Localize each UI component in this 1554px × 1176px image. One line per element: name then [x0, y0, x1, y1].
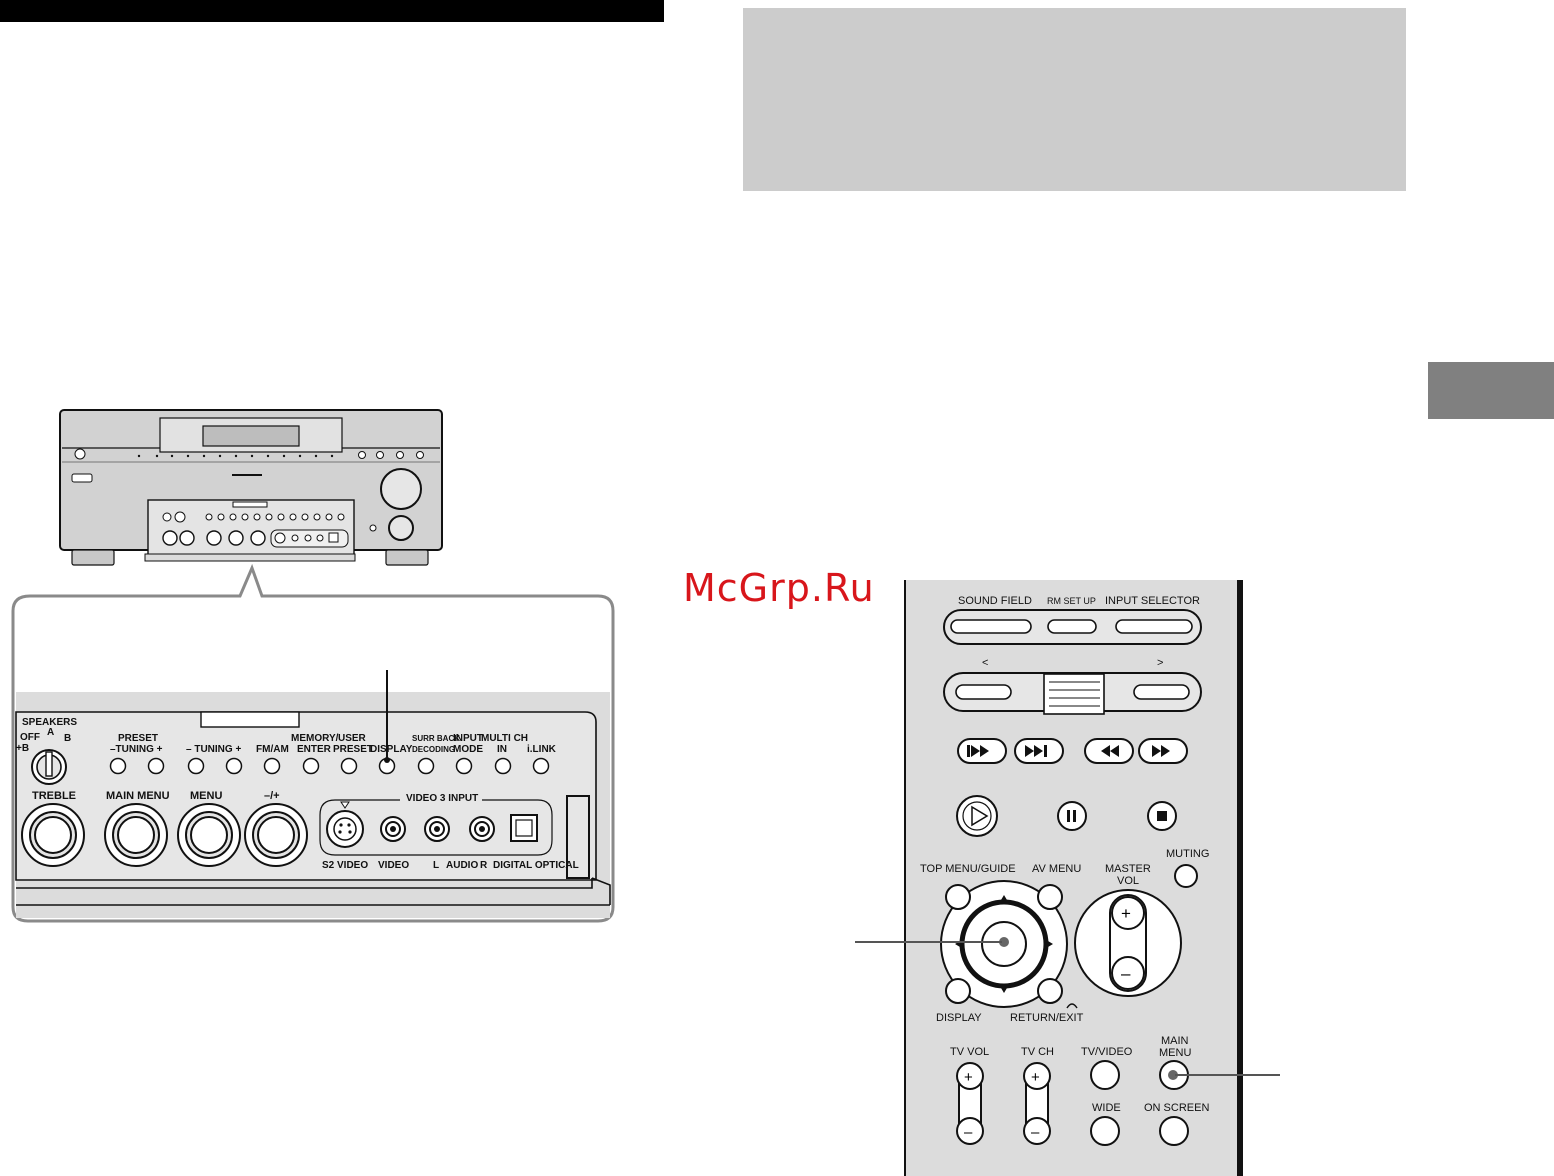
input-selector-button[interactable]: [1115, 619, 1193, 634]
enter-label: ENTER: [297, 744, 332, 755]
return-icon: [1066, 1003, 1078, 1009]
on-screen-label: ON SCREEN: [1144, 1102, 1209, 1114]
input-mode-button[interactable]: [455, 757, 473, 775]
surr-back-label: SURR BACK: [412, 734, 460, 743]
menu-label: MENU: [190, 790, 222, 802]
watermark-text: McGrp.Ru: [683, 566, 875, 610]
digital-optical-label: DIGITAL OPTICAL: [493, 860, 579, 871]
speakers-a-label: A: [47, 727, 54, 738]
master-vol-minus-button[interactable]: [1111, 956, 1145, 990]
multi-ch-in-button[interactable]: [494, 757, 512, 775]
input-label: INPUT: [453, 733, 483, 744]
speakers-off-label: OFF: [20, 732, 40, 743]
return-exit-label: RETURN/EXIT: [1010, 1012, 1084, 1024]
header-black-bar: [0, 0, 664, 22]
preset-tuning-label: –TUNING +: [110, 744, 163, 755]
multi-ch-label: MULTI CH: [481, 733, 528, 744]
pause-button[interactable]: [1057, 801, 1087, 831]
fm-am-button[interactable]: [263, 757, 281, 775]
tuning-plus-button[interactable]: [225, 757, 243, 775]
section-side-tab: [1428, 362, 1554, 419]
tv-vol-plus-sign: +: [964, 1069, 973, 1086]
input-selector-label: INPUT SELECTOR: [1105, 595, 1200, 607]
s2video-label: S2 VIDEO: [322, 860, 368, 871]
ilink-button[interactable]: [532, 757, 550, 775]
memory-label: MEMORY/: [291, 733, 339, 744]
video3-input-label: VIDEO 3 INPUT: [406, 793, 478, 804]
top-menu-guide-button[interactable]: [945, 884, 971, 910]
top-menu-guide-label: TOP MENU/GUIDE: [920, 863, 1016, 875]
in-label: IN: [497, 744, 507, 755]
rm-set-up-label: RM SET UP: [1047, 596, 1096, 606]
master-vol-plus-button[interactable]: [1111, 896, 1145, 930]
preset-label: PRESET: [118, 733, 158, 744]
user-preset-button[interactable]: [340, 757, 358, 775]
tv-vol-label: TV VOL: [950, 1046, 989, 1058]
user-preset-label: PRESET: [333, 744, 373, 755]
sound-field-button[interactable]: [950, 619, 1032, 634]
speakers-ab-label: +B: [16, 743, 29, 754]
gray-info-box: [743, 8, 1406, 191]
tv-vol-plus-button[interactable]: [956, 1062, 984, 1090]
sound-field-label: SOUND FIELD: [958, 595, 1032, 607]
surr-back-decoding-button[interactable]: [417, 757, 435, 775]
remote-illustration: SOUND FIELD RM SET UP INPUT SELECTOR < >…: [855, 580, 1280, 1176]
master-vol-plus-sign: +: [1121, 904, 1131, 923]
display-label: DISPLAY: [370, 744, 413, 755]
right-arrow-label: >: [1157, 657, 1163, 669]
decoding-label: DECODING: [412, 745, 455, 754]
tuning-label: – TUNING +: [186, 744, 241, 755]
r-label: R: [480, 860, 488, 871]
master-vol-minus-sign: –: [1121, 964, 1131, 983]
muting-button[interactable]: [1174, 864, 1198, 888]
wide-label: WIDE: [1092, 1102, 1121, 1114]
l-label: L: [433, 860, 439, 871]
main-menu-remote-label-1: MAIN: [1161, 1035, 1189, 1047]
right-button[interactable]: [1133, 684, 1190, 700]
preset-tuning-plus-button[interactable]: [147, 757, 165, 775]
preset-tuning-minus-button[interactable]: [109, 757, 127, 775]
memory-enter-button[interactable]: [302, 757, 320, 775]
tv-video-button[interactable]: [1090, 1060, 1120, 1090]
user-label: USER: [338, 733, 367, 744]
tv-vol-minus-sign: –: [964, 1124, 973, 1141]
video-label: VIDEO: [378, 860, 409, 871]
master-vol-label-2: VOL: [1117, 875, 1139, 887]
tuning-minus-button[interactable]: [187, 757, 205, 775]
tv-ch-plus-button[interactable]: [1023, 1062, 1051, 1090]
main-menu-label: MAIN MENU: [106, 790, 170, 802]
on-screen-button[interactable]: [1159, 1116, 1189, 1146]
fm-am-label: FM/AM: [256, 744, 289, 755]
return-exit-button[interactable]: [1037, 978, 1063, 1004]
tv-ch-plus-sign: +: [1031, 1069, 1040, 1086]
speakers-b-label: B: [64, 733, 71, 744]
wide-button[interactable]: [1090, 1116, 1120, 1146]
audio-label: AUDIO: [446, 860, 478, 871]
display-remote-button[interactable]: [945, 978, 971, 1004]
main-menu-remote-label-2: MENU: [1159, 1047, 1191, 1059]
receiver-illustration: SPEAKERS OFF A B +B PRESET –TUNING + – T…: [11, 409, 615, 923]
av-menu-button[interactable]: [1037, 884, 1063, 910]
left-button[interactable]: [955, 684, 1012, 700]
left-arrow-label: <: [982, 657, 988, 669]
tv-ch-minus-button[interactable]: [1023, 1117, 1051, 1145]
ilink-label: i.LINK: [527, 744, 557, 755]
tv-ch-minus-sign: –: [1031, 1124, 1040, 1141]
tv-vol-minus-button[interactable]: [956, 1117, 984, 1145]
mode-label: MODE: [453, 744, 483, 755]
master-vol-label-1: MASTER: [1105, 863, 1151, 875]
tv-ch-label: TV CH: [1021, 1046, 1054, 1058]
display-remote-label: DISPLAY: [936, 1012, 982, 1024]
rm-set-up-button[interactable]: [1047, 619, 1097, 634]
muting-label: MUTING: [1166, 848, 1209, 860]
minus-plus-label: –/+: [264, 790, 280, 802]
treble-label: TREBLE: [32, 790, 76, 802]
speakers-label: SPEAKERS: [22, 717, 77, 728]
av-menu-label: AV MENU: [1032, 863, 1081, 875]
tv-video-label: TV/VIDEO: [1081, 1046, 1133, 1058]
